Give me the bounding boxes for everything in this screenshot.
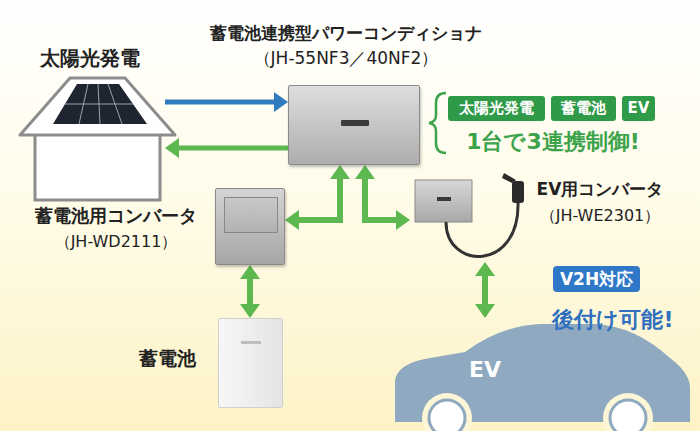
ev-converter-body	[415, 180, 472, 222]
node-text: 太陽光発電	[448, 96, 545, 121]
node-text: 蓄電池用コンバータ	[18, 204, 214, 227]
flow-arrow	[165, 138, 288, 158]
charging-plug	[512, 181, 524, 203]
arrow-shaft	[365, 177, 398, 220]
power-conditioner: 蓄電池連携型パワーコンディショナ（JH-55NF3／40NF2）	[288, 85, 420, 165]
node-text: 蓄電池	[127, 346, 207, 370]
panel-line	[108, 84, 122, 124]
car-wheel-well	[422, 393, 472, 431]
node-text: V2H対応	[553, 266, 640, 292]
node-text: 太陽光発電	[30, 46, 150, 71]
arrow-shaft	[482, 274, 488, 306]
callout-text: 後付け可能!	[538, 306, 688, 334]
charging-cable	[446, 202, 518, 257]
callout-text: 1台で3連携制御!	[438, 128, 668, 156]
arrow-head	[475, 262, 495, 276]
battery-converter: 蓄電池用コンバータ（JH-WD2111）	[215, 188, 285, 265]
panel-line	[98, 84, 100, 124]
arrow-shaft	[177, 146, 288, 151]
node-text: （JH-55NF3／40NF2）	[196, 48, 496, 69]
arrow-head	[330, 165, 350, 179]
solar-panel-grid	[65, 84, 133, 124]
node-text: 蓄電池	[551, 96, 616, 121]
plug-nozzle	[502, 173, 516, 183]
panel-line	[79, 84, 88, 124]
flow-arrow	[475, 262, 495, 318]
ev-car-node: EV	[390, 318, 692, 431]
device-logo	[437, 197, 451, 201]
arrow-head	[240, 304, 260, 318]
node-text: EV用コンバータ	[525, 179, 675, 200]
ev-converter: EV用コンバータ（JH-WE2301）	[410, 175, 548, 262]
arrow-head	[240, 265, 260, 279]
flow-arrow	[285, 165, 350, 230]
arrow-head	[165, 138, 179, 158]
flow-arrow	[165, 92, 288, 112]
feature-tag: 太陽光発電	[448, 96, 545, 121]
car-wheel	[610, 400, 646, 431]
solar-house: 太陽光発電	[15, 72, 165, 202]
node-text: （JH-WD2111）	[18, 232, 214, 252]
house-roof	[20, 78, 175, 135]
node-text: EV	[622, 96, 655, 121]
arrow-head	[285, 210, 299, 230]
car-wheel	[429, 400, 465, 431]
house-wall	[35, 130, 160, 200]
flow-arrow	[240, 265, 260, 318]
arrow-head	[396, 210, 410, 230]
battery-unit: 蓄電池	[218, 318, 283, 408]
v2h-badge: V2H対応	[553, 266, 640, 292]
feature-tag: 蓄電池	[551, 96, 616, 121]
callout-bracket	[429, 93, 446, 153]
solar-panel	[53, 84, 147, 124]
flow-arrow	[355, 165, 410, 230]
node-text: （JH-WE2301）	[525, 206, 675, 226]
arrow-shaft	[247, 277, 253, 306]
arrow-head	[355, 165, 375, 179]
feature-tag: EV	[622, 96, 655, 121]
ev-car	[395, 324, 690, 431]
arrow-head	[475, 304, 495, 318]
node-text: 蓄電池連携型パワーコンディショナ	[196, 23, 496, 44]
car-wheel-well	[603, 393, 653, 431]
node-text: EV	[445, 356, 525, 384]
arrow-shaft	[297, 177, 340, 220]
arrow-head	[274, 92, 288, 112]
arrow-shaft	[165, 100, 276, 105]
